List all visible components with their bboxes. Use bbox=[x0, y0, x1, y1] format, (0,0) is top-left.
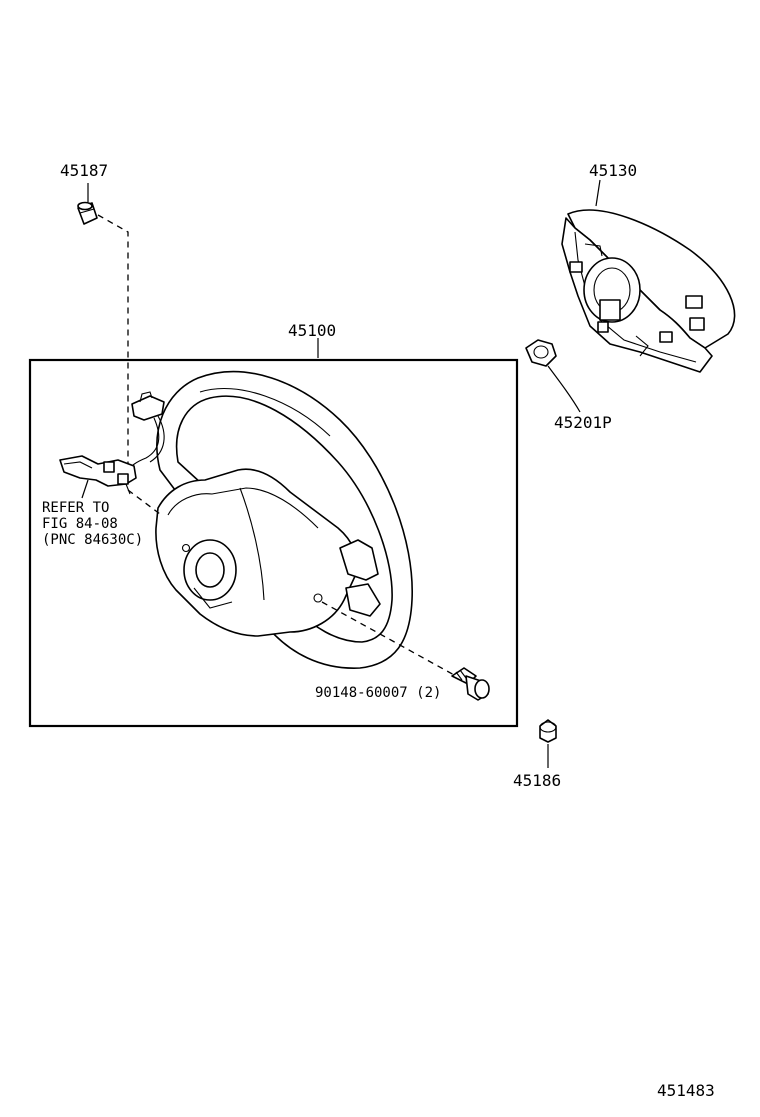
label-45130: 45130 bbox=[589, 161, 637, 180]
dashed-path-90148 bbox=[321, 601, 457, 677]
label-45100: 45100 bbox=[288, 321, 336, 340]
horn-pad-45130[interactable] bbox=[561, 209, 736, 373]
nut-45201p[interactable] bbox=[525, 339, 557, 367]
assembly-frame-45100 bbox=[28, 358, 519, 728]
cap-45186[interactable] bbox=[539, 719, 557, 743]
dashed-path-45187 bbox=[97, 214, 129, 470]
dashed-path-switch bbox=[127, 489, 161, 515]
label-refer-line2: FIG 84-08 bbox=[42, 516, 118, 532]
label-45187: 45187 bbox=[60, 161, 108, 180]
label-refer-line3: (PNC 84630C) bbox=[42, 532, 143, 548]
steering-wheel-45100[interactable] bbox=[155, 370, 413, 669]
leader-refer bbox=[81, 479, 89, 499]
cap-45187[interactable] bbox=[77, 201, 98, 225]
leader-45130 bbox=[595, 179, 601, 207]
label-45186: 45186 bbox=[513, 771, 561, 790]
steering-switch-84630c[interactable] bbox=[59, 391, 165, 495]
label-45201p: 45201P bbox=[554, 413, 612, 432]
leader-45201p bbox=[547, 365, 581, 413]
figure-code: 451483 bbox=[657, 1081, 715, 1100]
screw-90148-60007[interactable] bbox=[451, 667, 490, 701]
label-refer-line1: REFER TO bbox=[42, 500, 109, 516]
label-90148-60007: 90148-60007 (2) bbox=[315, 685, 441, 701]
